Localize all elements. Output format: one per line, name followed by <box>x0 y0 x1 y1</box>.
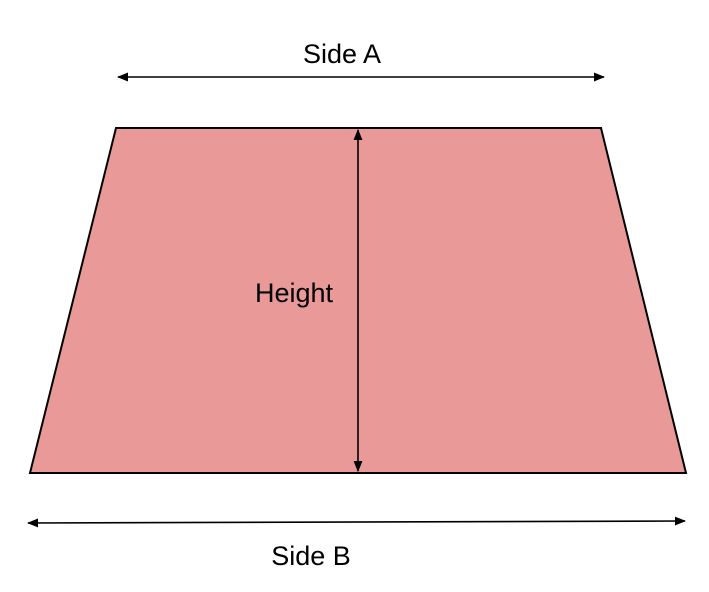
side-a-label: Side A <box>303 39 381 69</box>
side-b-arrow <box>26 516 687 528</box>
height-label: Height <box>255 278 334 308</box>
side-b-label: Side B <box>271 541 351 571</box>
